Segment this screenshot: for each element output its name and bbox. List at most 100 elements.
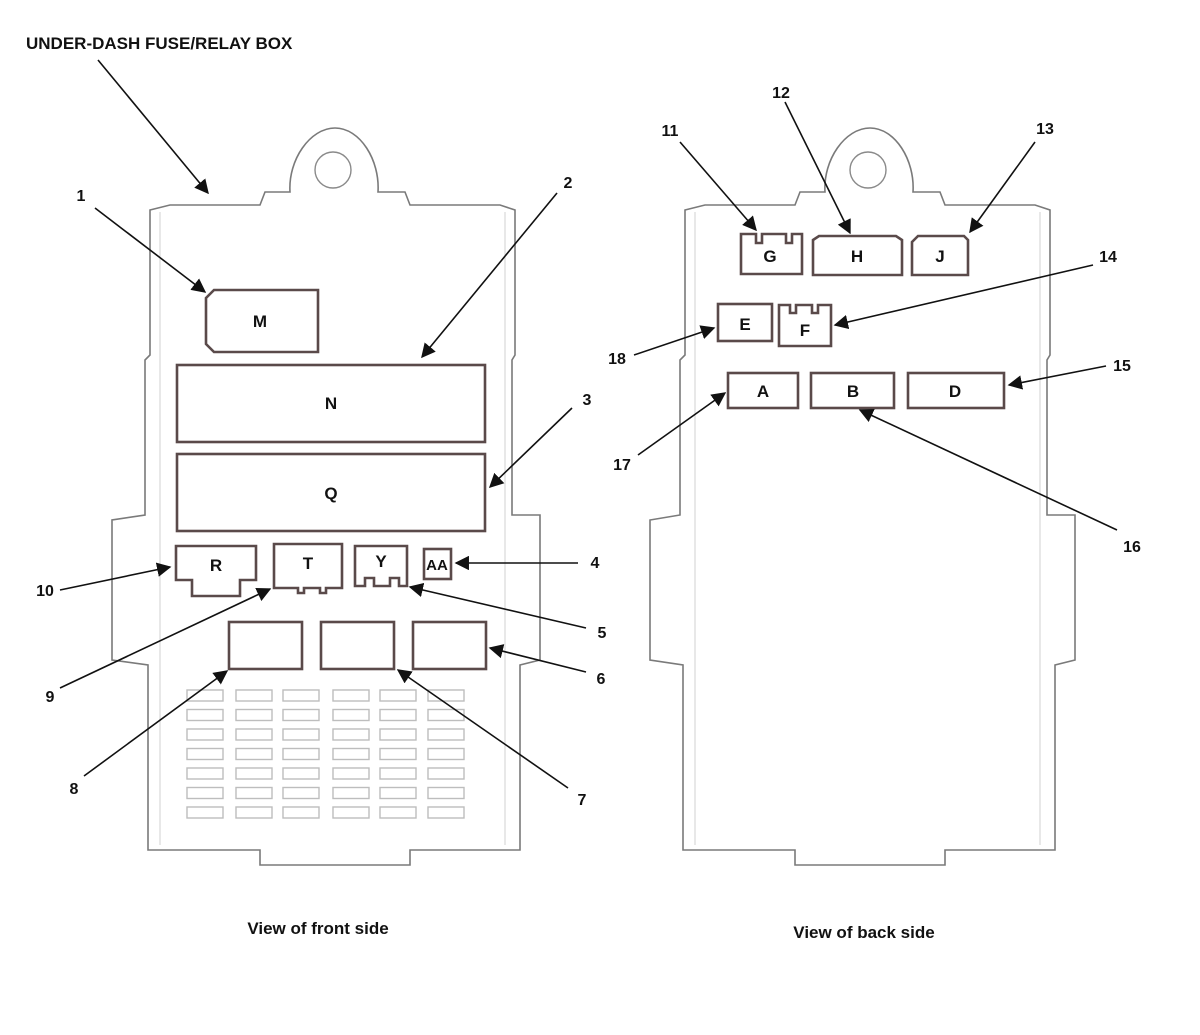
callout-16: 16 bbox=[1123, 539, 1141, 556]
fuse-slot bbox=[186, 708, 224, 722]
fuse-slot bbox=[235, 806, 273, 819]
connector-h[interactable] bbox=[811, 234, 904, 277]
callout-7: 7 bbox=[578, 792, 587, 809]
connector-y[interactable] bbox=[353, 544, 409, 588]
leader-12 bbox=[784, 101, 851, 235]
connector-n-label: N bbox=[325, 394, 337, 413]
fuse-slot bbox=[332, 708, 370, 722]
fuse-slot bbox=[235, 728, 273, 741]
fuse-slot bbox=[282, 728, 320, 741]
back-box: G H J E F A B D bbox=[649, 127, 1076, 866]
connector-t-label: T bbox=[303, 554, 314, 573]
leader-3 bbox=[488, 407, 573, 488]
connector-a-label: A bbox=[757, 382, 769, 401]
connector-q[interactable] bbox=[175, 452, 487, 533]
fuse-slot bbox=[427, 786, 465, 800]
connector-a[interactable] bbox=[726, 371, 800, 410]
fuse-grid bbox=[186, 689, 465, 819]
connector-j[interactable] bbox=[910, 234, 970, 277]
callout-15: 15 bbox=[1113, 358, 1131, 375]
leader-9 bbox=[59, 588, 272, 689]
fuse-slot bbox=[282, 786, 320, 800]
fuse-slot bbox=[427, 767, 465, 780]
callout-5: 5 bbox=[598, 625, 607, 642]
fuse-slot bbox=[332, 728, 370, 741]
connector-j-label: J bbox=[935, 247, 944, 266]
callout-11: 11 bbox=[662, 123, 679, 140]
fuse-slot bbox=[282, 806, 320, 819]
leader-8 bbox=[83, 670, 229, 777]
fuse-slot bbox=[282, 747, 320, 761]
leader-title bbox=[97, 59, 209, 195]
fuse-slot bbox=[282, 689, 320, 702]
connector-h-label: H bbox=[851, 247, 863, 266]
leader-16 bbox=[858, 408, 1118, 531]
leader-14 bbox=[833, 264, 1094, 330]
leader-13 bbox=[969, 141, 1036, 234]
connector-n[interactable] bbox=[175, 363, 487, 444]
block-item-6[interactable] bbox=[411, 620, 488, 671]
fuse-slot bbox=[235, 767, 273, 780]
back-inner-edge bbox=[694, 212, 1041, 845]
front-inner-edge bbox=[159, 212, 506, 845]
connector-r[interactable] bbox=[174, 544, 258, 598]
block-item-7[interactable] bbox=[319, 620, 396, 671]
fuse-slot bbox=[282, 708, 320, 722]
fuse-slot bbox=[235, 786, 273, 800]
connector-m[interactable] bbox=[204, 288, 320, 354]
leader-18 bbox=[633, 325, 716, 356]
fuse-slot bbox=[186, 728, 224, 741]
fuse-slot bbox=[186, 767, 224, 780]
leader-10 bbox=[59, 562, 172, 591]
callout-9: 9 bbox=[46, 689, 55, 706]
fuse-slot bbox=[379, 747, 417, 761]
callout-18: 18 bbox=[608, 351, 626, 368]
callout-17: 17 bbox=[613, 457, 631, 474]
fuse-slot bbox=[379, 708, 417, 722]
back-view-caption: View of back side bbox=[793, 923, 934, 942]
callout-numbers: 1 2 3 4 5 6 7 8 9 10 11 12 13 14 15 16 1… bbox=[36, 85, 1141, 809]
fuse-slot bbox=[427, 728, 465, 741]
connector-g[interactable] bbox=[739, 232, 804, 276]
front-view-caption: View of front side bbox=[247, 919, 388, 938]
connector-aa-label: AA bbox=[426, 557, 448, 574]
fuse-slot bbox=[186, 806, 224, 819]
connector-t[interactable] bbox=[272, 542, 344, 595]
fuse-slot bbox=[186, 689, 224, 702]
callout-2: 2 bbox=[564, 175, 573, 192]
connector-aa[interactable] bbox=[422, 547, 453, 581]
fuse-slot bbox=[332, 786, 370, 800]
leader-6 bbox=[488, 644, 587, 673]
fuse-slot bbox=[332, 747, 370, 761]
callout-1: 1 bbox=[77, 188, 86, 205]
connector-y-label: Y bbox=[375, 552, 387, 571]
callout-12: 12 bbox=[772, 85, 790, 102]
connector-f[interactable] bbox=[777, 303, 833, 348]
callout-3: 3 bbox=[583, 392, 592, 409]
connector-e[interactable] bbox=[716, 302, 774, 343]
connector-r-label: R bbox=[210, 556, 222, 575]
connector-e-label: E bbox=[739, 315, 750, 334]
callout-14: 14 bbox=[1099, 249, 1117, 266]
connector-d[interactable] bbox=[906, 371, 1006, 410]
callout-8: 8 bbox=[70, 781, 79, 798]
fuse-slot bbox=[427, 689, 465, 702]
fuse-slot bbox=[379, 728, 417, 741]
connector-f-label: F bbox=[800, 321, 810, 340]
callout-4: 4 bbox=[591, 555, 600, 572]
fuse-slot bbox=[235, 747, 273, 761]
fuse-slot bbox=[379, 767, 417, 780]
callout-6: 6 bbox=[597, 671, 606, 688]
leader-2 bbox=[421, 192, 558, 359]
leader-17 bbox=[637, 392, 727, 456]
leader-lines bbox=[59, 59, 1118, 789]
diagram-title: UNDER-DASH FUSE/RELAY BOX bbox=[26, 34, 293, 53]
block-item-8[interactable] bbox=[227, 620, 304, 671]
front-mount-hole bbox=[314, 151, 352, 189]
leader-5 bbox=[408, 582, 587, 629]
fuse-slot bbox=[427, 747, 465, 761]
leader-11 bbox=[679, 141, 757, 232]
fuse-slot bbox=[235, 708, 273, 722]
fuse-slot bbox=[235, 689, 273, 702]
connector-b[interactable] bbox=[809, 371, 896, 410]
